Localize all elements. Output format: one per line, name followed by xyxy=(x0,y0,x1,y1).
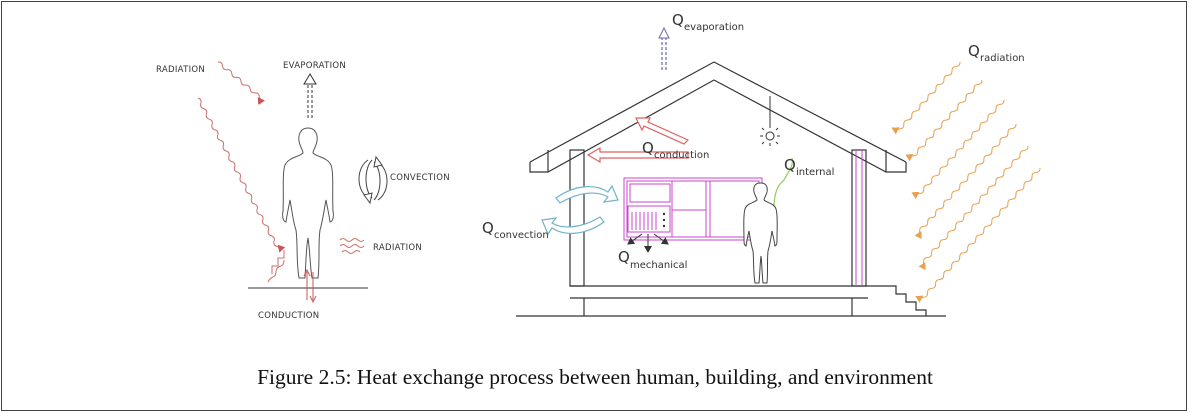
window-frame xyxy=(623,177,763,241)
human-heat-exchange-diagram: RADIATION EVAPORATION CONVECTION RADIATI… xyxy=(156,61,450,321)
evaporation-arrow-right xyxy=(658,26,670,70)
reflected-radiation xyxy=(267,259,285,283)
internal-arrow-lamp xyxy=(783,157,793,181)
q-mechanical-symbol: Q xyxy=(618,248,630,266)
q-internal-subscript: internal xyxy=(796,167,834,178)
person-silhouette xyxy=(743,182,778,284)
label-radiation-side: RADIATION xyxy=(373,243,422,253)
q-internal-symbol: Q xyxy=(784,156,796,174)
lamp-icon xyxy=(760,96,780,146)
label-radiation-top: RADIATION xyxy=(156,65,205,75)
solar-radiation-arrows xyxy=(891,61,1041,303)
label-conduction: CONDUCTION xyxy=(258,311,319,321)
label-convection: CONVECTION xyxy=(390,173,450,183)
internal-arrow xyxy=(773,179,785,209)
q-convection-subscript: convection xyxy=(494,230,549,241)
stepped-radiation xyxy=(271,250,285,274)
q-radiation-symbol: Q xyxy=(968,42,980,60)
radiation-waves-side xyxy=(339,238,365,254)
q-evaporation-symbol: Q xyxy=(672,11,684,29)
house-floor xyxy=(516,285,946,317)
convection-arrows-right xyxy=(541,184,619,236)
conduction-arrows-right xyxy=(586,117,690,164)
conduction-arrows-left xyxy=(303,268,317,304)
q-conduction-subscript: conduction xyxy=(654,150,709,161)
house-heat-exchange-diagram: Q evaporation Q radiation xyxy=(482,11,1041,317)
q-convection-symbol: Q xyxy=(482,219,494,237)
label-evaporation: EVAPORATION xyxy=(283,61,346,71)
ac-unit xyxy=(627,205,671,233)
q-evaporation-subscript: evaporation xyxy=(684,22,744,33)
radiation-wave-top xyxy=(217,61,265,106)
q-conduction-symbol: Q xyxy=(642,139,654,157)
right-wall-glazing xyxy=(855,150,863,286)
q-radiation-subscript: radiation xyxy=(980,53,1025,64)
q-mechanical-subscript: mechanical xyxy=(630,260,687,271)
convection-arrows-left xyxy=(358,155,388,205)
human-silhouette xyxy=(282,127,334,279)
radiation-wave-long xyxy=(197,97,286,253)
mechanical-arrows xyxy=(627,233,669,253)
house-roof xyxy=(529,61,907,173)
figure-caption: Figure 2.5: Heat exchange process betwee… xyxy=(257,365,933,389)
evaporation-arrow-left xyxy=(303,73,317,118)
